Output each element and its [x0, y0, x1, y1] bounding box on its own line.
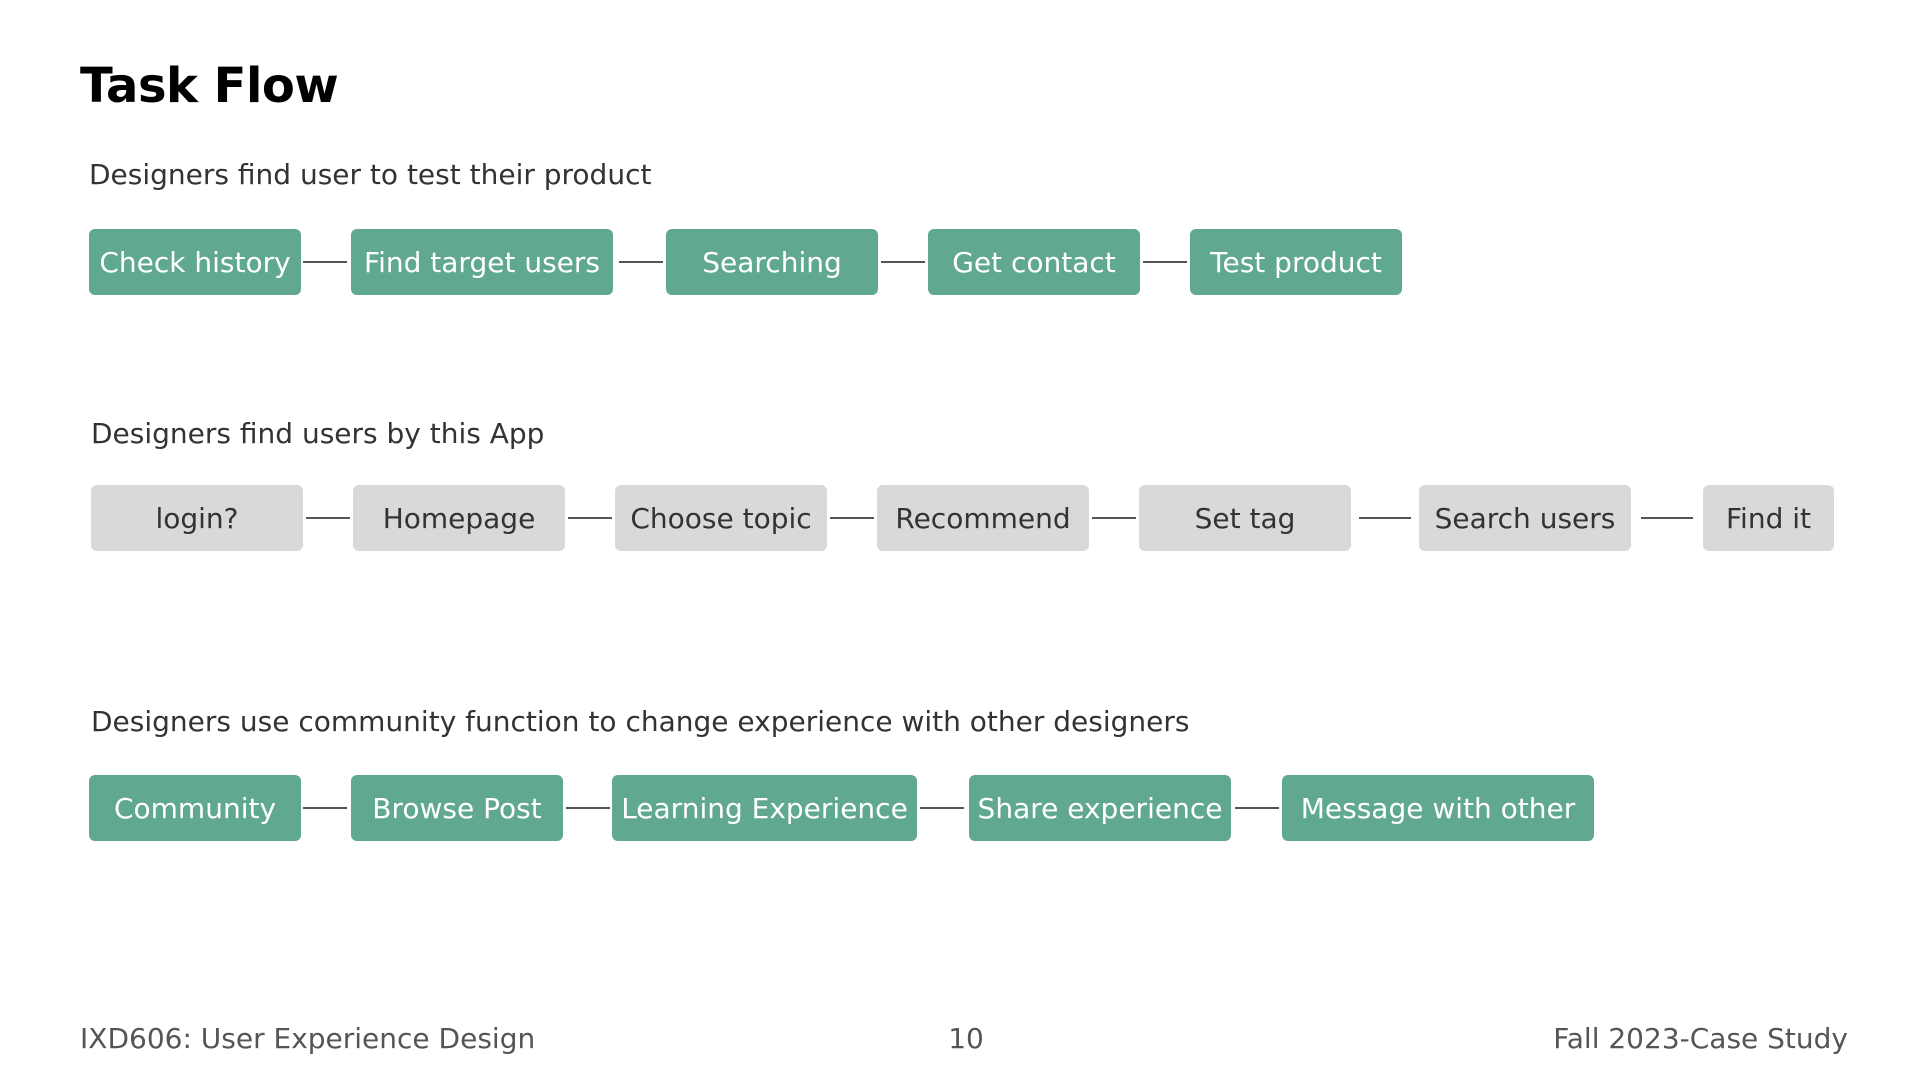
flow-1-step-check-history[interactable]: Check history: [89, 229, 301, 295]
flow-1-step-get-contact[interactable]: Get contact: [928, 229, 1140, 295]
footer-course: IXD606: User Experience Design: [80, 1022, 536, 1055]
connector-line: [920, 807, 964, 809]
connector-line: [1235, 807, 1279, 809]
flow-2-step-homepage[interactable]: Homepage: [353, 485, 565, 551]
flow-3-step-browse-post[interactable]: Browse Post: [351, 775, 563, 841]
flow-3-heading: Designers use community function to chan…: [91, 705, 1190, 738]
flow-2-step-choose-topic[interactable]: Choose topic: [615, 485, 827, 551]
flow-3-step-learning-experience[interactable]: Learning Experience: [612, 775, 917, 841]
flow-2-step-recommend[interactable]: Recommend: [877, 485, 1089, 551]
connector-line: [303, 261, 347, 263]
connector-line: [1143, 261, 1187, 263]
connector-line: [568, 517, 612, 519]
flow-2-step-find-it[interactable]: Find it: [1703, 485, 1834, 551]
flow-1-step-searching[interactable]: Searching: [666, 229, 878, 295]
flow-3-step-community[interactable]: Community: [89, 775, 301, 841]
flow-3-step-share-experience[interactable]: Share experience: [969, 775, 1231, 841]
connector-line: [830, 517, 874, 519]
connector-line: [1092, 517, 1136, 519]
page-number: 10: [948, 1022, 984, 1055]
page-title: Task Flow: [80, 58, 339, 114]
connector-line: [306, 517, 350, 519]
flow-2-step-search-users[interactable]: Search users: [1419, 485, 1631, 551]
flow-2-step-login[interactable]: login?: [91, 485, 303, 551]
footer-term: Fall 2023-Case Study: [1553, 1022, 1848, 1055]
flow-2-step-set-tag[interactable]: Set tag: [1139, 485, 1351, 551]
flow-2-heading: Designers find users by this App: [91, 417, 545, 450]
flow-1-heading: Designers find user to test their produc…: [89, 158, 652, 191]
connector-line: [881, 261, 925, 263]
flow-1-step-test-product[interactable]: Test product: [1190, 229, 1402, 295]
connector-line: [303, 807, 347, 809]
connector-line: [566, 807, 610, 809]
connector-line: [619, 261, 663, 263]
connector-line: [1641, 517, 1693, 519]
flow-3-step-message-with-other[interactable]: Message with other: [1282, 775, 1594, 841]
flow-1-step-find-target-users[interactable]: Find target users: [351, 229, 613, 295]
connector-line: [1359, 517, 1411, 519]
